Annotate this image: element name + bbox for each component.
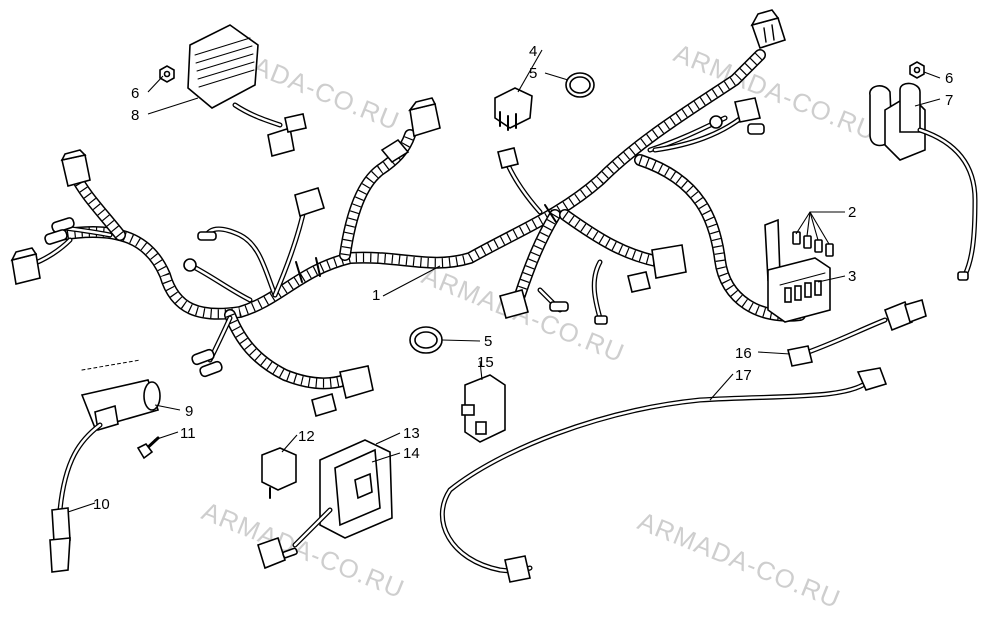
ring-terminal-right bbox=[709, 115, 723, 129]
connector-lower-left bbox=[339, 365, 374, 400]
callout-15: 15 bbox=[477, 354, 494, 371]
callout-17: 17 bbox=[735, 367, 752, 384]
callout-1: 1 bbox=[372, 287, 380, 304]
callout-14: 14 bbox=[403, 445, 420, 462]
relay-12 bbox=[261, 447, 297, 499]
callout-6-right: 6 bbox=[945, 70, 953, 87]
callout-9: 9 bbox=[185, 403, 193, 420]
cdi-connector bbox=[257, 536, 286, 570]
terminal-plug-low-b bbox=[199, 360, 223, 378]
callout-labels: 1 2 3 4 5 5 6 6 7 8 9 10 11 12 13 14 15 … bbox=[93, 43, 953, 513]
ignition-coil-lower bbox=[57, 359, 161, 513]
terminal-plug-left-b bbox=[44, 229, 68, 245]
cdi-module bbox=[257, 439, 393, 570]
spark-plug-cap bbox=[49, 507, 71, 573]
callout-2: 2 bbox=[848, 204, 856, 221]
ground-cable bbox=[439, 298, 927, 583]
callout-3: 3 bbox=[848, 268, 856, 285]
nut-left bbox=[159, 65, 175, 83]
connector-upper-mid bbox=[294, 187, 325, 218]
harness-connectors bbox=[10, 9, 787, 418]
callout-6-left: 6 bbox=[131, 85, 139, 102]
ground-terminal bbox=[787, 345, 813, 367]
fuse-block bbox=[764, 218, 831, 323]
voltage-regulator bbox=[187, 24, 307, 157]
leader-lines bbox=[67, 49, 941, 513]
fuses bbox=[792, 231, 834, 257]
nut-right bbox=[909, 61, 925, 79]
watermark-bottom-right: ARMADA-CO.RU bbox=[634, 506, 845, 615]
main-wiring-harness bbox=[27, 49, 806, 390]
callout-4: 4 bbox=[529, 43, 537, 60]
callout-13: 13 bbox=[403, 425, 420, 442]
bolt bbox=[136, 436, 160, 460]
relay-15 bbox=[461, 374, 506, 443]
callout-7: 7 bbox=[945, 92, 953, 109]
terminal-plug-low-a bbox=[191, 348, 215, 366]
callout-16: 16 bbox=[735, 345, 752, 362]
callout-10: 10 bbox=[93, 496, 110, 513]
callout-8: 8 bbox=[131, 107, 139, 124]
callout-12: 12 bbox=[298, 428, 315, 445]
retaining-clip-top bbox=[565, 72, 595, 98]
ring-terminal-left bbox=[183, 258, 197, 272]
terminal-plug-mid bbox=[197, 231, 217, 241]
connector-center-right bbox=[651, 244, 687, 279]
connector-top-center bbox=[497, 147, 519, 169]
callout-11: 11 bbox=[180, 425, 196, 442]
callout-5-center: 5 bbox=[484, 333, 492, 350]
retaining-clip-center bbox=[409, 326, 443, 354]
connector-right-upper bbox=[734, 97, 761, 123]
ignition-coil bbox=[869, 82, 978, 281]
callout-5-top: 5 bbox=[529, 65, 537, 82]
connector-center-low bbox=[499, 289, 529, 319]
starter-relay bbox=[494, 87, 533, 131]
